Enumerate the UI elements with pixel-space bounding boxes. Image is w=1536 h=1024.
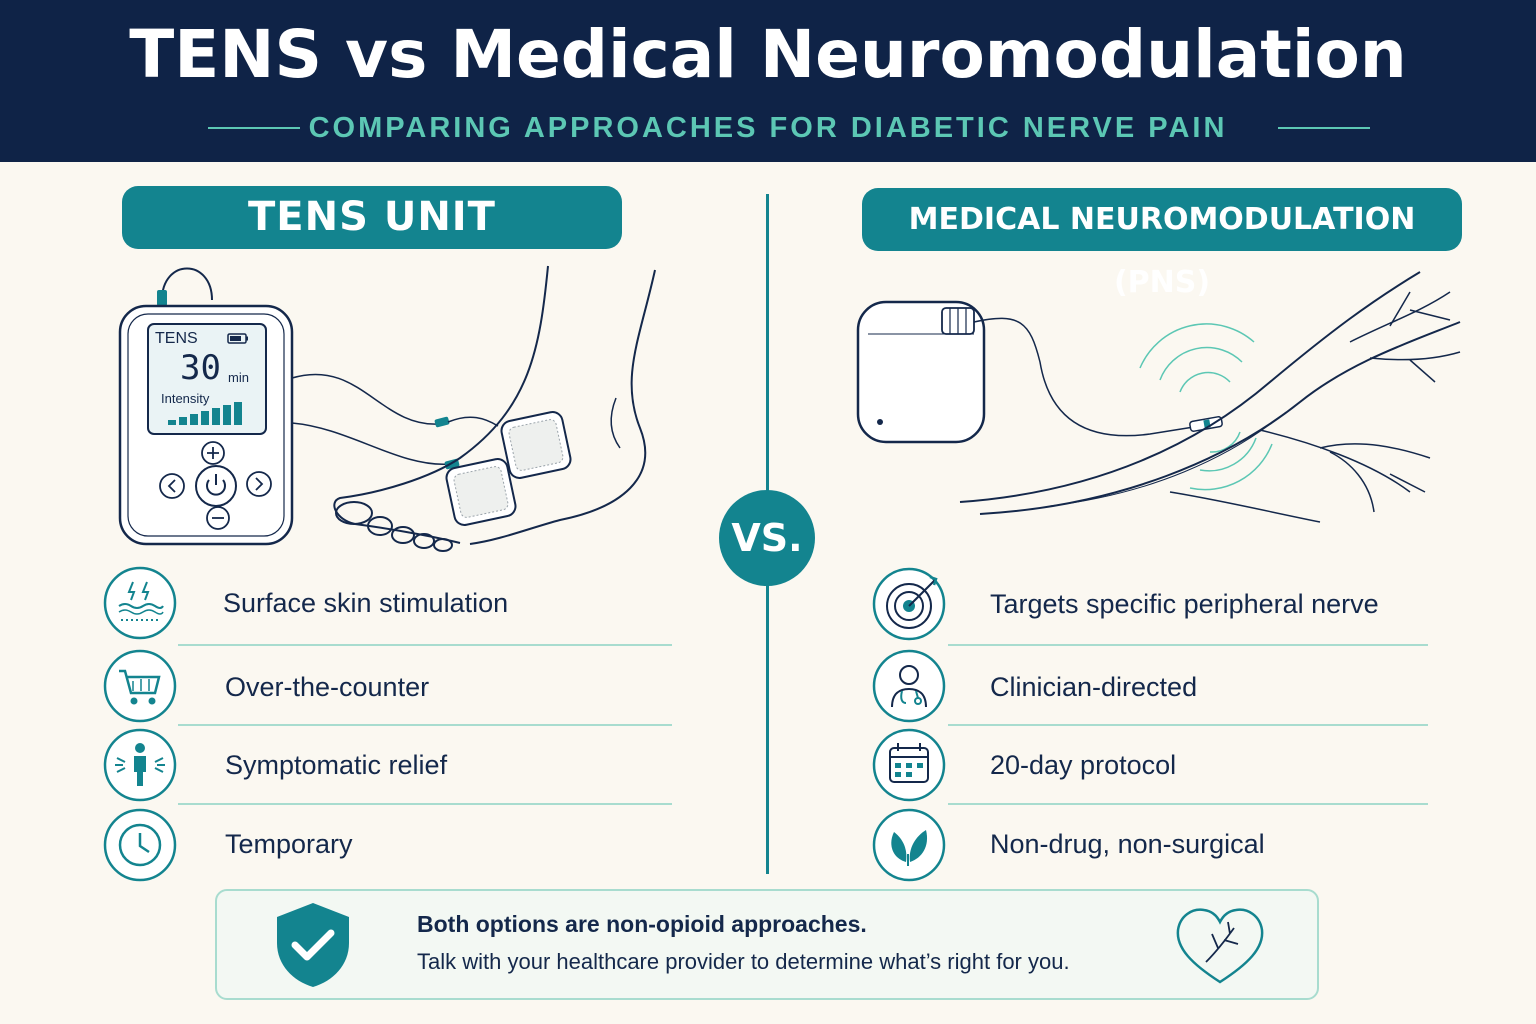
device-time-value: 30	[180, 348, 221, 388]
calendar-icon	[872, 728, 946, 802]
pns-rule-2	[948, 724, 1428, 726]
target-icon	[872, 567, 946, 641]
pns-heading: MEDICAL NEUROMODULATION (PNS)	[862, 188, 1462, 300]
tens-rule-2	[178, 724, 672, 726]
intensity-bars	[168, 402, 242, 425]
footer-body: Talk with your healthcare provider to de…	[417, 949, 1070, 974]
footer-callout	[215, 889, 1319, 1000]
tens-feature-3: Symptomatic relief	[225, 750, 448, 780]
heart-nerve-icon	[1176, 908, 1264, 984]
vs-badge: VS.	[719, 490, 815, 586]
device-label: TENS	[155, 330, 198, 347]
tens-feature-1: Surface skin stimulation	[223, 588, 509, 618]
pns-rule-3	[948, 803, 1428, 805]
pns-feature-3: 20-day protocol	[990, 750, 1177, 780]
shopping-cart-icon	[103, 649, 177, 723]
tens-feature-4: Temporary	[225, 829, 353, 859]
page-title: TENS vs Medical Neuromodulation	[129, 16, 1407, 93]
tens-heading: TENS UNIT	[122, 186, 622, 249]
clinician-icon	[872, 649, 946, 723]
pns-illustration	[856, 271, 1461, 523]
pns-feature-1: Targets specific peripheral nerve	[990, 589, 1379, 619]
footer-headline: Both options are non-opioid approaches.	[417, 911, 867, 937]
center-divider-top	[766, 194, 769, 497]
shield-check-icon	[277, 903, 349, 987]
pns-feature-2: Clinician-directed	[990, 672, 1198, 702]
center-divider-bottom	[766, 578, 769, 874]
pns-rule-1	[948, 644, 1428, 646]
surface-stimulation-icon	[103, 566, 177, 640]
leaf-icon	[872, 808, 946, 882]
device-intensity-label: Intensity	[161, 391, 210, 406]
tens-rule-1	[178, 644, 672, 646]
pns-feature-4: Non-drug, non-surgical	[990, 829, 1265, 859]
subtitle-rule-left	[208, 127, 300, 129]
person-relief-icon	[103, 728, 177, 802]
header-banner	[0, 0, 1536, 162]
device-time-unit: min	[228, 370, 249, 385]
tens-feature-2: Over-the-counter	[225, 672, 430, 702]
tens-illustration	[118, 265, 656, 552]
subtitle-rule-right	[1278, 127, 1370, 129]
clock-icon	[103, 808, 177, 882]
page-subtitle: COMPARING APPROACHES FOR DIABETIC NERVE …	[308, 112, 1228, 144]
tens-rule-3	[178, 803, 672, 805]
